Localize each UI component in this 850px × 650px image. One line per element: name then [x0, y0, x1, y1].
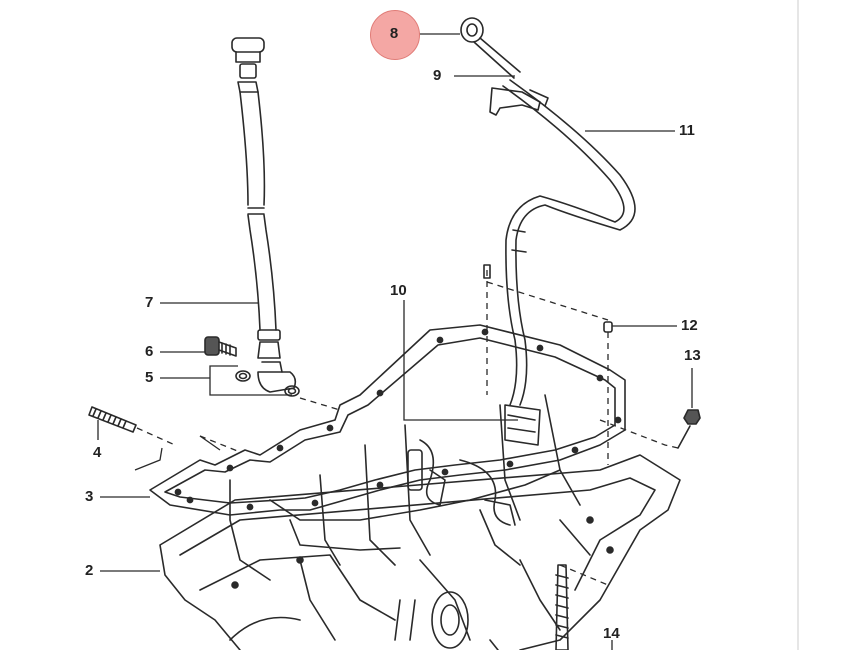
highlight-circle	[370, 10, 420, 60]
oil-sump-interior	[229, 394, 581, 581]
dipstick	[460, 17, 521, 79]
callout-2[interactable]: 2	[85, 562, 94, 579]
callout-10[interactable]: 10	[390, 282, 407, 299]
flange-bolt	[204, 336, 237, 357]
callout-9[interactable]: 9	[433, 67, 442, 84]
callout-8[interactable]: 8	[389, 25, 399, 42]
callout-3[interactable]: 3	[85, 488, 94, 505]
leader-lines	[97, 33, 693, 650]
bolt-14	[489, 564, 569, 650]
callout-13[interactable]: 13	[684, 347, 701, 364]
assembly-lines	[136, 270, 679, 586]
callout-11[interactable]: 11	[679, 122, 695, 139]
callout-5[interactable]: 5	[145, 369, 154, 386]
o-rings	[235, 370, 300, 397]
callout-12[interactable]: 12	[681, 317, 698, 334]
stud	[88, 406, 137, 433]
dipstick-bracket	[489, 87, 549, 116]
callout-6[interactable]: 6	[145, 343, 154, 360]
panel-border	[797, 0, 799, 650]
callout-4[interactable]: 4	[93, 444, 102, 461]
callout-14[interactable]: 14	[603, 625, 620, 642]
bolt-13	[677, 409, 701, 449]
oil-filler-tube	[231, 37, 297, 393]
oil-pan-gasket	[149, 324, 626, 516]
oil-pan	[159, 454, 681, 650]
dipstick-tube	[502, 79, 636, 446]
callout-7[interactable]: 7	[145, 294, 154, 311]
bolt-12	[483, 264, 613, 333]
